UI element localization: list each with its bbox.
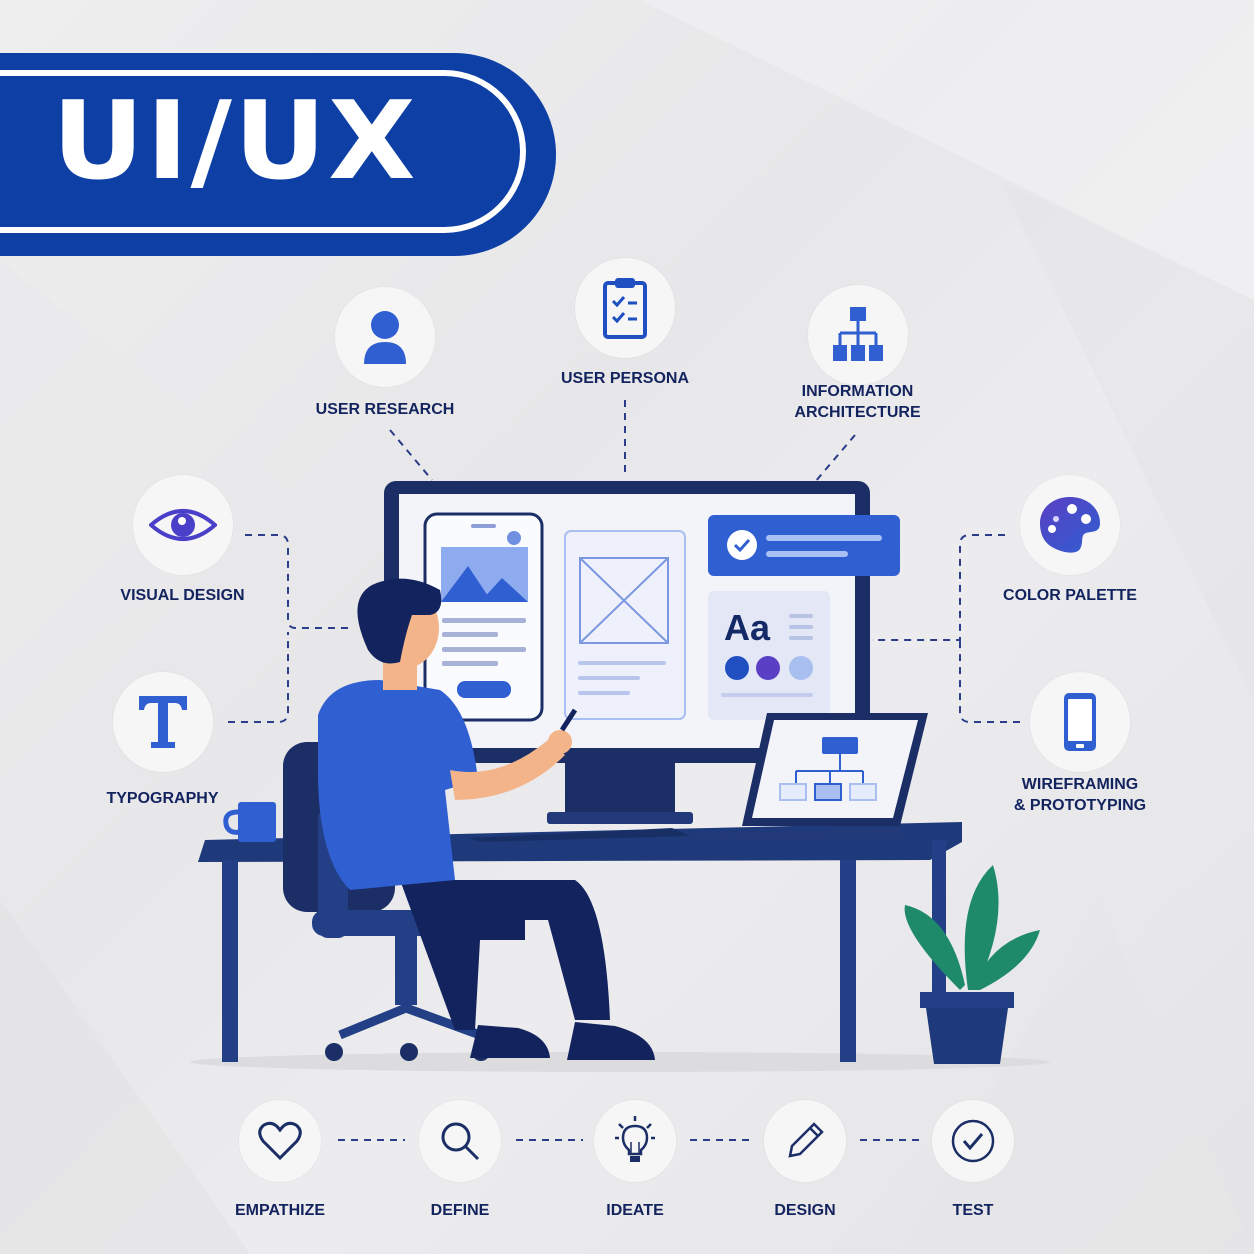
process-step-ideate[interactable]: IDEATE (575, 1100, 695, 1221)
style-guide-card (708, 591, 830, 720)
title-banner: UI/UX (0, 53, 556, 256)
process-step-test[interactable]: TEST (913, 1100, 1033, 1221)
palette-icon (1040, 497, 1100, 553)
topic-visual-design[interactable]: VISUAL DESIGN (100, 475, 265, 606)
keyboard (470, 828, 690, 842)
topic-typography[interactable]: TYPOGRAPHY (90, 672, 235, 809)
topic-information-architecture[interactable]: INFORMATION ARCHITECTURE (775, 285, 940, 423)
clipboard-checklist-icon (603, 278, 647, 339)
wireframe-card (564, 530, 686, 720)
typography-sample: Aa (724, 607, 771, 648)
smartphone-icon (1064, 693, 1096, 751)
desktop-monitor: Aa (384, 481, 900, 824)
sitemap-icon (832, 307, 883, 361)
banner-title: UI/UX (52, 79, 418, 204)
process-step-design[interactable]: DESIGN (745, 1100, 865, 1221)
lightbulb-icon (615, 1116, 655, 1162)
topic-user-persona[interactable]: USER PERSONA (545, 258, 705, 389)
pencil-icon (788, 1122, 824, 1158)
process-step-define[interactable]: DEFINE (400, 1100, 520, 1221)
magnifier-icon (441, 1122, 480, 1161)
coffee-mug (223, 802, 276, 842)
check-circle-icon (951, 1119, 995, 1163)
topic-user-research[interactable]: USER RESEARCH (300, 287, 470, 420)
potted-plant (904, 865, 1040, 1064)
person-designer (318, 578, 655, 1060)
user-icon (364, 311, 406, 364)
eye-icon (148, 509, 217, 541)
heart-icon (258, 1121, 302, 1161)
topic-wireframing-prototyping[interactable]: WIREFRAMING & PROTOTYPING (1000, 672, 1160, 816)
success-toast (708, 515, 900, 576)
label-line-1: INFORMATION (801, 383, 914, 400)
typography-t-icon (138, 696, 187, 748)
laptop (692, 713, 928, 840)
topic-color-palette[interactable]: COLOR PALETTE (990, 475, 1150, 606)
process-step-empathize[interactable]: EMPATHIZE (220, 1100, 340, 1221)
label-line-2: & PROTOTYPING (1013, 797, 1147, 814)
label-line-2: ARCHITECTURE (794, 404, 921, 421)
banner-inner-stroke (0, 70, 526, 233)
label-line-1: WIREFRAMING (1021, 776, 1139, 793)
